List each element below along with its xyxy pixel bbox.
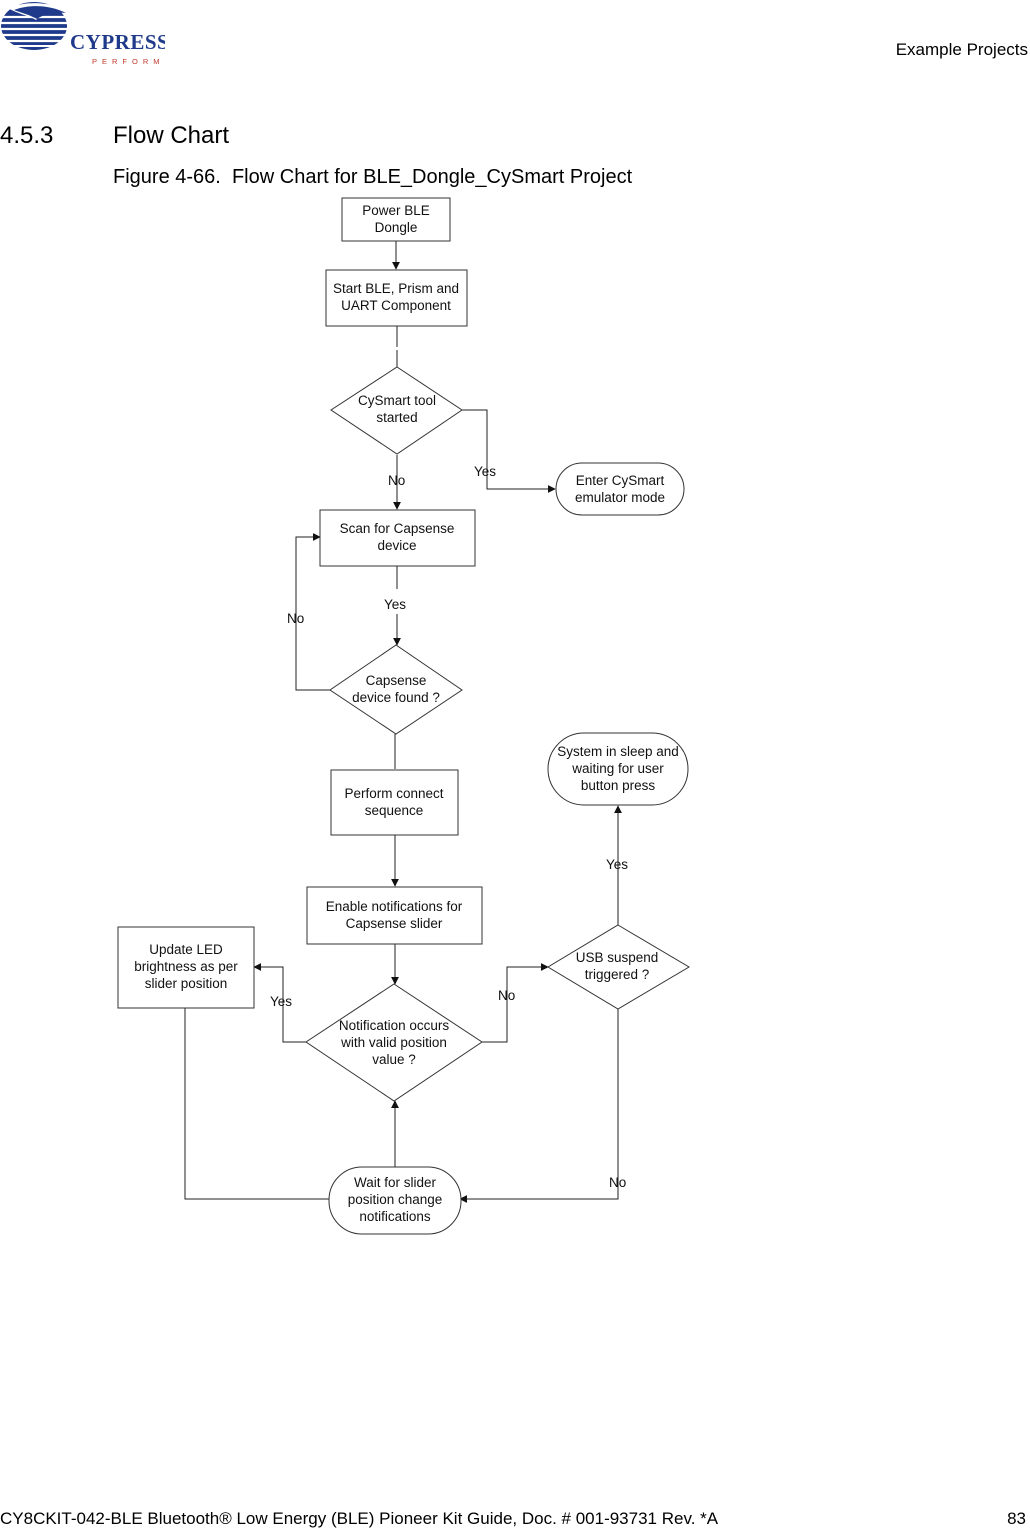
node-system-sleep: System in sleep and waiting for user butto… (547, 732, 689, 806)
node-enter-emulator: Enter CySmart emulator mode (555, 462, 685, 516)
connector-capsense-no-to-scan (295, 533, 330, 691)
node-label-line: System in sleep and (557, 744, 679, 759)
node-label-line: Perform connect (344, 786, 443, 801)
node-scan-capsense: Scan for Capsense device (319, 509, 476, 567)
node-label-line: device found ? (352, 690, 440, 705)
cypress-logo: CYPRESS PERFORM (1, 2, 165, 66)
node-label-line: Power BLE (362, 203, 430, 218)
node-update-led: Update LED brightness as per slider positi… (117, 926, 255, 1009)
footer-doc-title: CY8CKIT-042-BLE Bluetooth® Low Energy (B… (0, 1509, 719, 1528)
figure-caption-text: Flow Chart for BLE_Dongle_CySmart Projec… (231, 166, 633, 188)
node-label-line: button press (581, 778, 656, 793)
node-power-ble-dongle: Power BLE Dongle (341, 197, 451, 242)
connector-cysmart-yes-to-emulator (462, 409, 556, 493)
cypress-logo-wordmark: CYPRESS (70, 30, 165, 54)
node-label-line: with valid position (340, 1035, 447, 1050)
node-label-line: Scan for Capsense (340, 521, 455, 536)
node-label-line: device (377, 538, 416, 553)
flowchart-edge-labels: No Yes Yes No Yes Yes No No (270, 464, 628, 1190)
edge-label-usb-yes: Yes (606, 857, 628, 872)
cypress-logo-tagline: PERFORM (92, 57, 165, 66)
edge-label-usb-no: No (609, 1175, 626, 1190)
edge-label-notification-yes: Yes (270, 994, 292, 1009)
node-label-line: Start BLE, Prism and (333, 281, 459, 296)
decision-capsense-found: Capsense device found ? (329, 644, 463, 735)
node-label-line: Capsense slider (346, 916, 443, 931)
node-label-line: started (376, 410, 417, 425)
section-number: 4.5.3 (0, 122, 54, 149)
node-label-line: Notification occurs (339, 1018, 450, 1033)
node-label-line: Wait for slider (354, 1175, 437, 1190)
node-label-line: Dongle (375, 220, 418, 235)
connector-notification-yes-to-led (253, 963, 306, 1043)
node-label-line: waiting for user (571, 761, 664, 776)
node-label-line: UART Component (341, 298, 451, 313)
figure-caption: Figure 4-66. Flow Chart for BLE_Dongle_C… (113, 166, 632, 189)
node-label-line: Enable notifications for (326, 899, 463, 914)
node-label-line: Enter CySmart (576, 473, 665, 488)
node-perform-connect: Perform connect sequence (330, 769, 459, 836)
edge-label-cysmart-yes: Yes (474, 464, 496, 479)
cypress-logo-globe (1, 2, 70, 50)
decision-usb-suspend: USB suspend triggered ? (547, 924, 690, 1010)
flowchart-connectors (184, 241, 622, 1203)
edge-label-scan-yes: Yes (384, 597, 406, 612)
node-label-line: slider position (145, 976, 228, 991)
connector-usb-no-to-wait (459, 1009, 619, 1203)
node-label-line: emulator mode (575, 490, 665, 505)
node-label-line: Capsense (366, 673, 427, 688)
header-section-name: Example Projects (895, 40, 1028, 59)
edge-label-notification-no: No (498, 988, 515, 1003)
node-label-line: CySmart tool (358, 393, 436, 408)
node-wait-slider: Wait for slider position change notificati… (328, 1166, 462, 1235)
node-label-line: triggered ? (585, 967, 650, 982)
connector-led-to-wait (184, 1008, 330, 1200)
connector-notification-no-to-usb (482, 963, 549, 1043)
footer-page-number: 83 (1007, 1509, 1026, 1528)
section-title: Flow Chart (113, 122, 230, 149)
figure-label: Figure 4-66. (113, 166, 221, 188)
node-label-line: notifications (359, 1209, 431, 1224)
node-label-line: sequence (365, 803, 424, 818)
edge-label-cysmart-no: No (388, 473, 405, 488)
node-label-line: value ? (372, 1052, 416, 1067)
node-label-line: Update LED (149, 942, 223, 957)
node-label-line: USB suspend (576, 950, 659, 965)
node-label-line: brightness as per (134, 959, 238, 974)
edge-label-capsense-no: No (287, 611, 304, 626)
decision-cysmart-started: CySmart tool started (330, 366, 463, 455)
node-label-line: position change (348, 1192, 443, 1207)
decision-notification-valid: Notification occurs with valid position va… (305, 983, 483, 1102)
